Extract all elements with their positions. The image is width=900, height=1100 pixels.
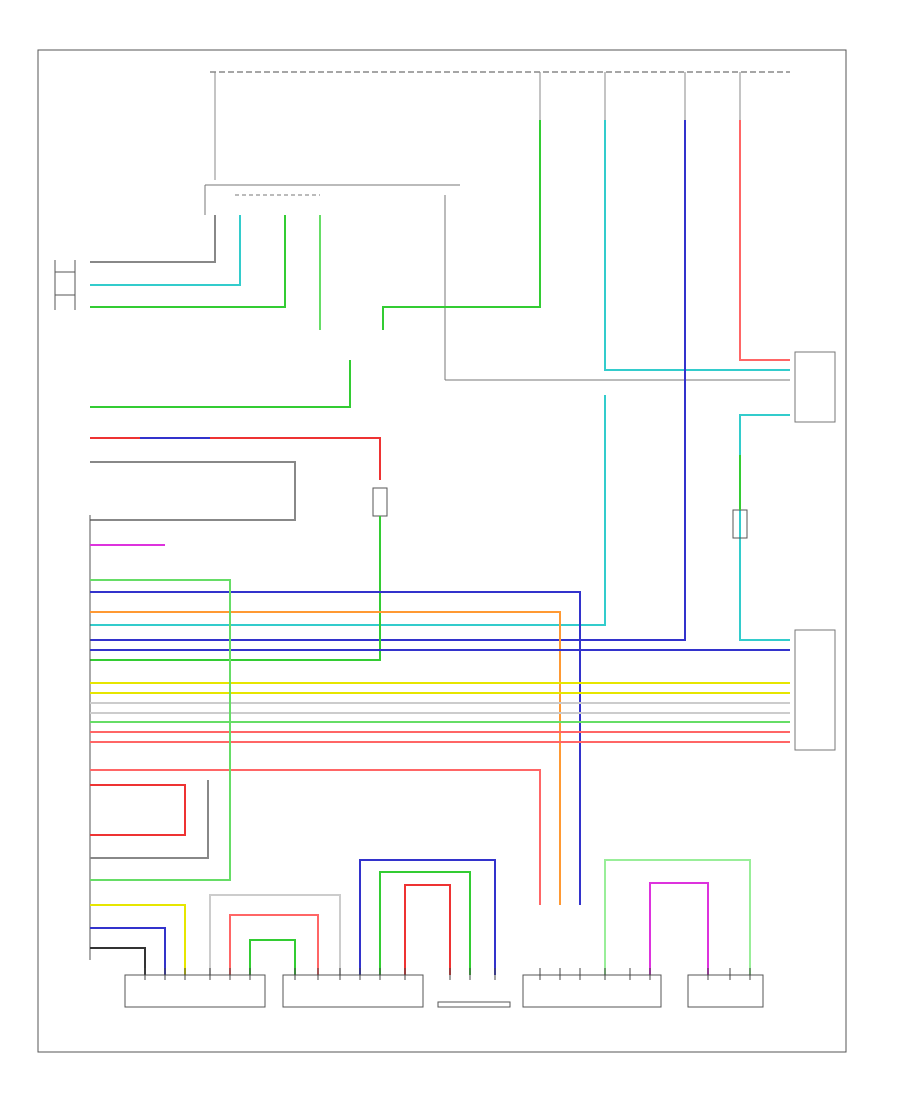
front-right-door-module bbox=[124, 974, 266, 1008]
right-front-window-regulator-motor bbox=[522, 974, 662, 1008]
right-connector-block bbox=[794, 629, 836, 751]
door-module-wires bbox=[90, 579, 751, 975]
door-switch-wires bbox=[90, 120, 541, 330]
connector-pins bbox=[144, 968, 751, 980]
diagram-frame bbox=[37, 49, 847, 1053]
right-side-verticals bbox=[90, 120, 790, 641]
door-switch-symbol bbox=[54, 260, 76, 310]
right-rear-window-regulator-motor bbox=[687, 974, 764, 1008]
junction-block bbox=[204, 184, 790, 381]
relay-boxes bbox=[372, 487, 748, 539]
left-rear-window-regulator-motor bbox=[437, 1001, 511, 1008]
bus-wires-to-integration bbox=[90, 544, 790, 905]
left-front-door-module bbox=[282, 974, 424, 1008]
bottom-connectors bbox=[124, 974, 764, 1008]
integration-relay-connector bbox=[794, 351, 836, 423]
master-switch-upper-wires bbox=[90, 360, 381, 521]
relay-down-wires bbox=[90, 455, 741, 661]
fuse-drops bbox=[214, 72, 741, 180]
